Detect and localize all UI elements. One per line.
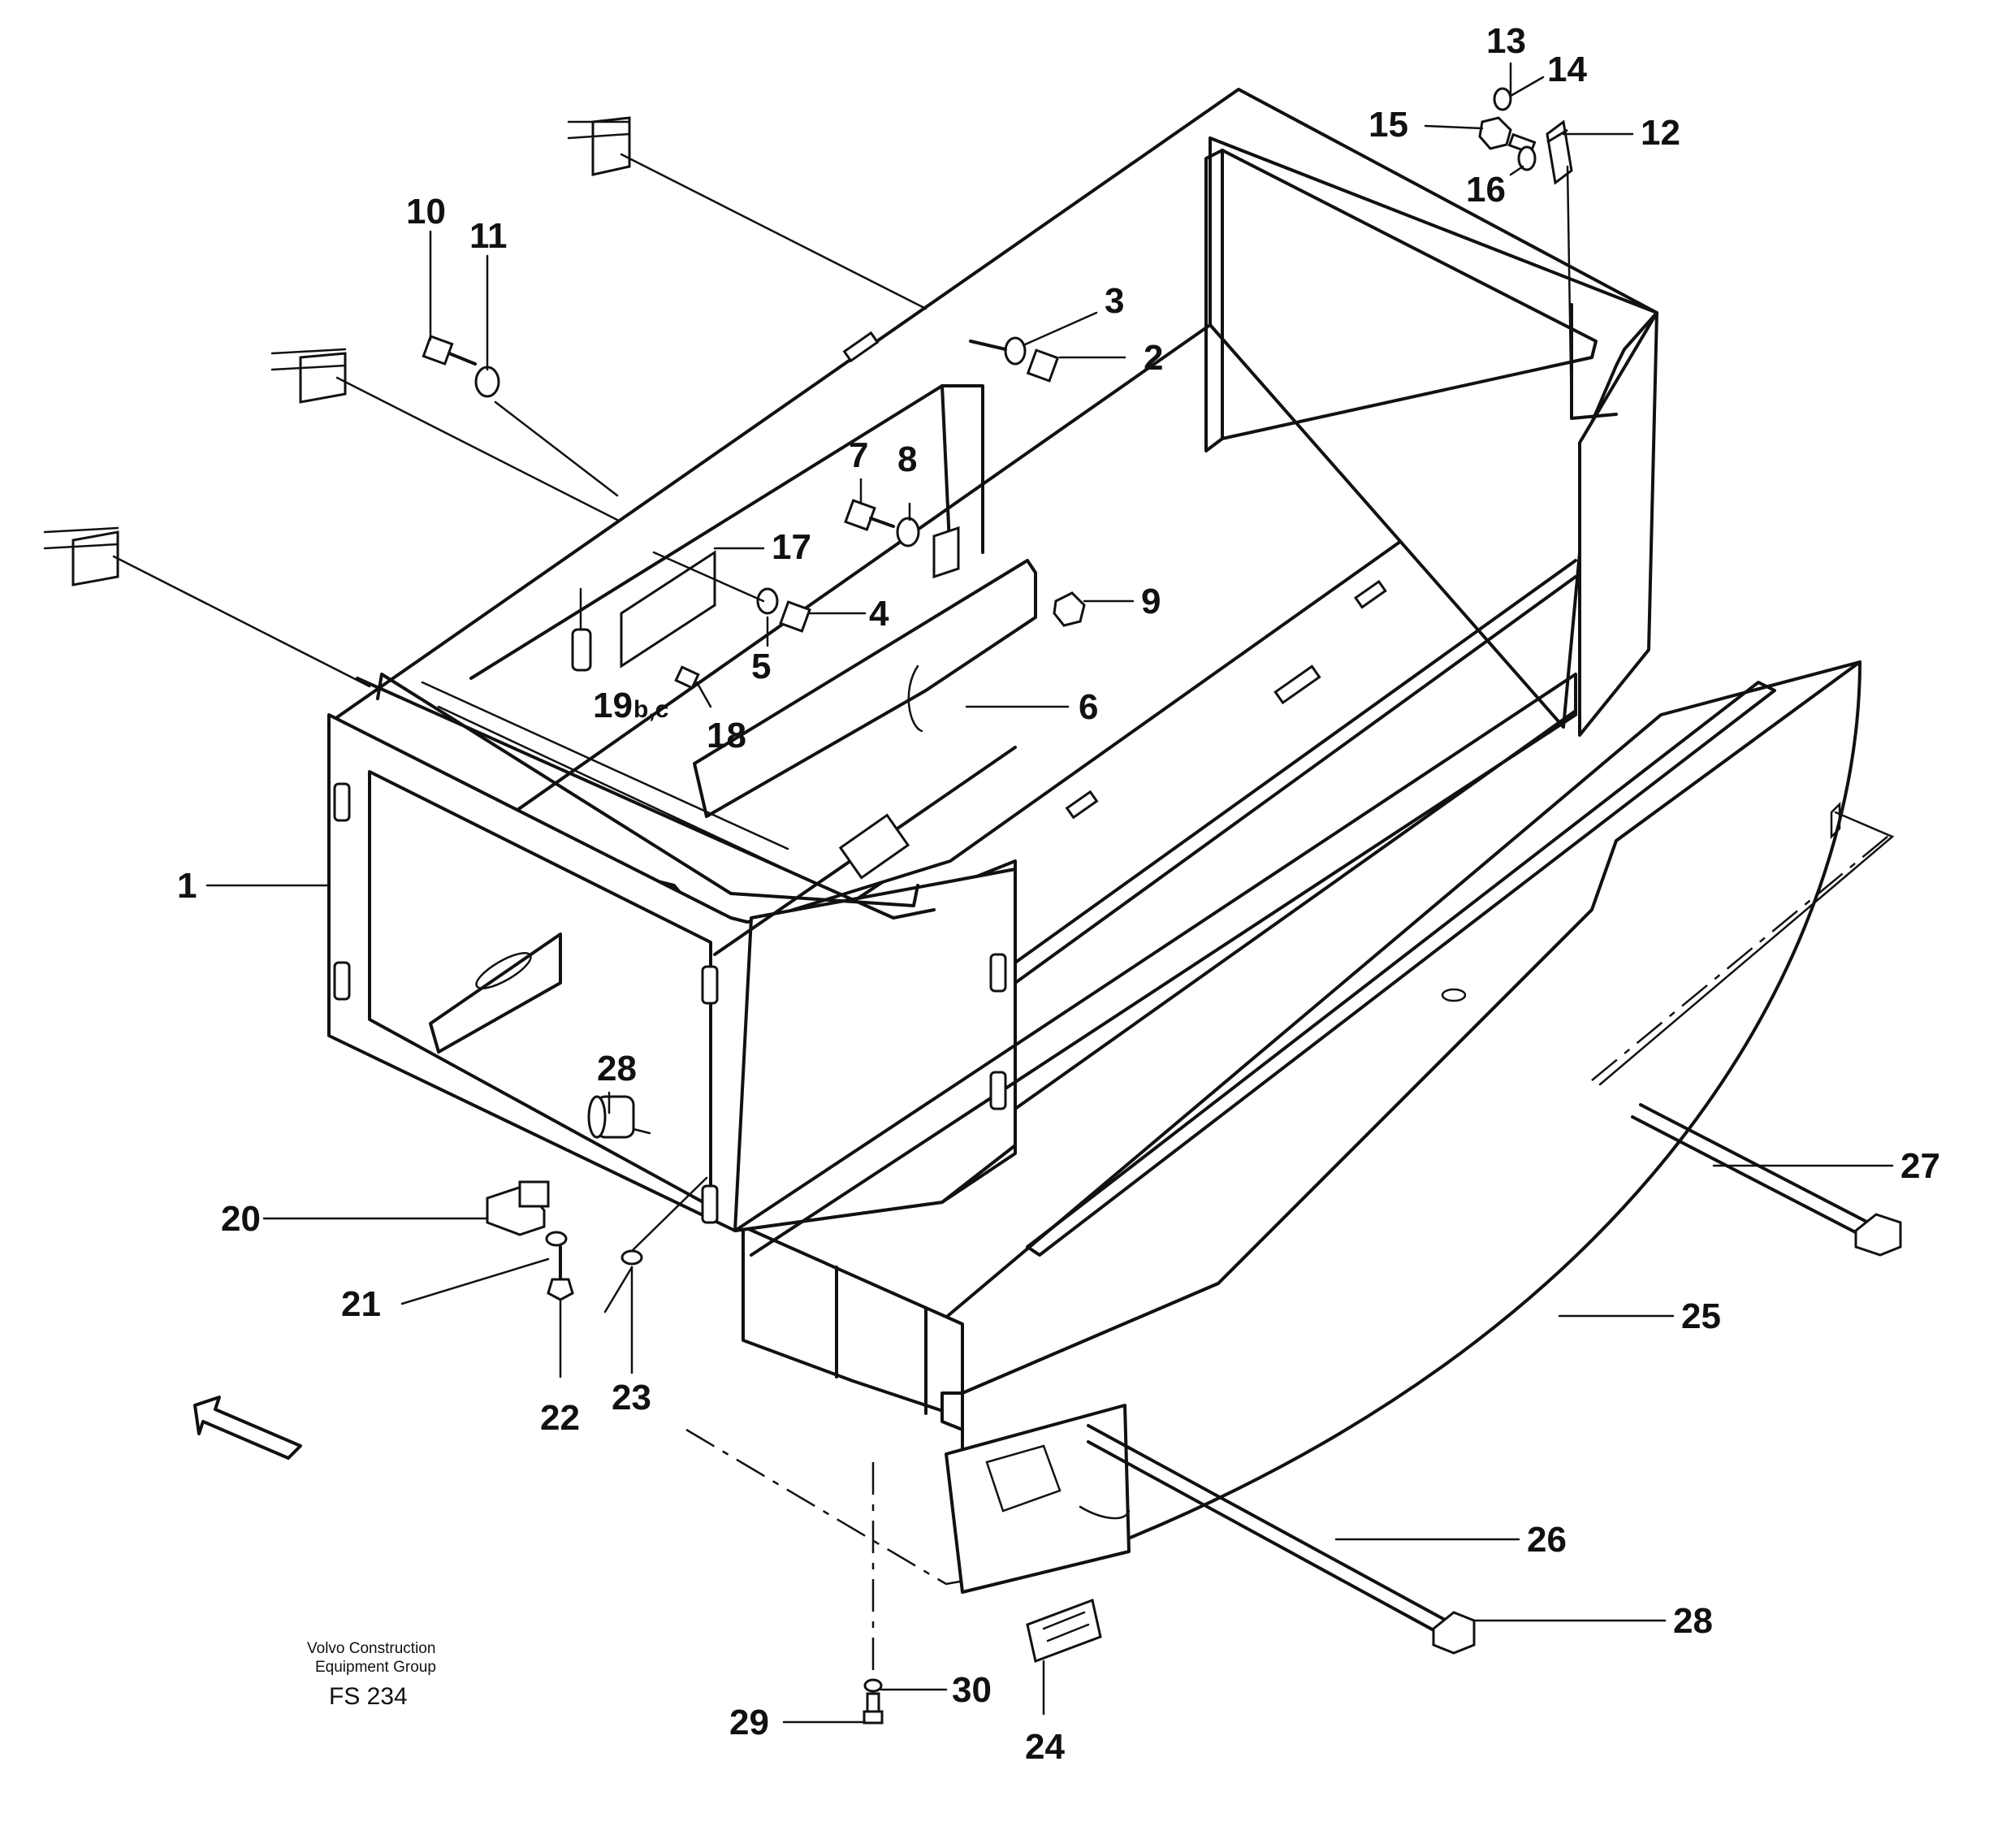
washer-icon xyxy=(1493,87,1537,171)
bolt-icon xyxy=(422,335,477,366)
washer-icon xyxy=(1004,336,1027,366)
washer-icon xyxy=(896,517,920,547)
loose-parts xyxy=(43,87,1902,1725)
callout-28-mount: 28 xyxy=(597,1049,637,1088)
bolt-icon xyxy=(863,1678,884,1725)
callout-19-suffix: b,c xyxy=(633,696,668,723)
callout-30: 30 xyxy=(952,1670,992,1710)
callout-29: 29 xyxy=(729,1703,769,1742)
publisher-line-2: Equipment Group xyxy=(315,1659,436,1676)
direction-arrow-icon xyxy=(193,1396,302,1460)
callout-7: 7 xyxy=(849,435,868,475)
mounting-bracket-icon xyxy=(270,348,347,404)
callout-5: 5 xyxy=(751,647,771,686)
counterweight-body xyxy=(685,660,1895,1586)
bolt-icon xyxy=(545,1231,574,1301)
callout-numbers: 1 2 3 4 5 6 7 8 9 10 11 12 13 14 15 16 1… xyxy=(177,21,1940,1767)
callout-28-nut: 28 xyxy=(1673,1601,1713,1641)
callout-21: 21 xyxy=(341,1284,381,1324)
washer-icon xyxy=(620,1249,643,1266)
callout-1: 1 xyxy=(177,866,197,906)
long-bolt-icon xyxy=(1631,1103,1902,1257)
figure-code: FS 234 xyxy=(329,1683,408,1710)
callout-16: 16 xyxy=(1466,170,1506,210)
figure-credit: Volvo Construction Equipment Group FS 23… xyxy=(307,1640,436,1710)
callout-26: 26 xyxy=(1527,1520,1567,1560)
bolt-icon xyxy=(779,600,811,633)
bracket-icon xyxy=(486,1180,550,1236)
pin-icon xyxy=(571,587,700,690)
callout-20: 20 xyxy=(221,1199,261,1239)
callout-3: 3 xyxy=(1105,281,1124,321)
callout-11: 11 xyxy=(469,216,508,256)
callout-8: 8 xyxy=(897,439,917,479)
callout-23: 23 xyxy=(612,1378,651,1417)
callout-25: 25 xyxy=(1681,1296,1721,1336)
callout-15: 15 xyxy=(1369,105,1408,145)
callout-14: 14 xyxy=(1547,50,1587,89)
bolt-icon xyxy=(844,499,895,531)
callout-9: 9 xyxy=(1141,582,1161,621)
hood-frame xyxy=(327,88,1658,1257)
callout-6: 6 xyxy=(1079,687,1098,727)
publisher-line-1: Volvo Construction xyxy=(307,1640,435,1657)
washer-icon xyxy=(756,587,779,615)
nut-icon xyxy=(1478,116,1512,150)
nut-icon xyxy=(1053,591,1086,627)
mounting-bracket-icon xyxy=(567,116,631,176)
callout-17: 17 xyxy=(772,527,811,567)
callout-leader-lines xyxy=(205,62,1894,1724)
mounting-bracket-icon xyxy=(43,526,119,586)
bracket-icon xyxy=(1546,119,1573,185)
callout-2: 2 xyxy=(1144,338,1163,378)
callout-12: 12 xyxy=(1641,113,1680,153)
bolt-icon xyxy=(969,340,1060,383)
rubber-mount-icon xyxy=(587,1095,635,1139)
callout-13: 13 xyxy=(1486,21,1526,61)
callout-19: 19 xyxy=(593,686,633,725)
callout-4: 4 xyxy=(869,594,889,634)
callout-22: 22 xyxy=(540,1398,580,1438)
label-plate-icon xyxy=(1026,1598,1102,1664)
washer-icon xyxy=(474,366,500,398)
callout-27: 27 xyxy=(1900,1146,1940,1186)
long-bolt-icon xyxy=(1087,1424,1476,1655)
callout-18: 18 xyxy=(707,716,746,755)
callout-10: 10 xyxy=(406,192,446,232)
callout-24: 24 xyxy=(1025,1727,1065,1767)
